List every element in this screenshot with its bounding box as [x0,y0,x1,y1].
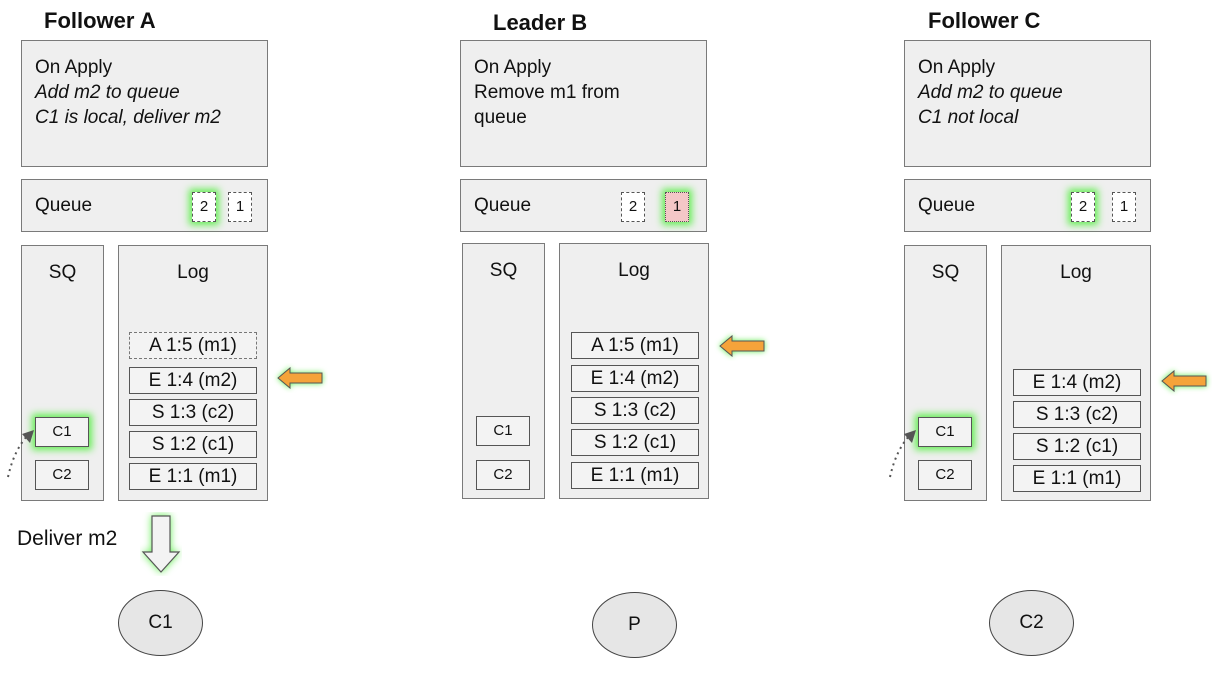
sq-label: SQ [931,262,960,283]
dotted-arrow-icon [889,430,916,478]
apply-line3: C1 is local, deliver m2 [35,107,221,128]
sq-c1: C1 [918,417,972,447]
pointer-arrow-icon [1161,369,1207,393]
sq-c1: C1 [35,417,89,447]
log-entry: S 1:2 (c1) [129,431,257,458]
follower-c-log: Log E 1:4 (m2) S 1:3 (c2) S 1:2 (c1) E 1… [1001,245,1151,501]
log-entry: S 1:2 (c1) [571,429,699,456]
leader-b-queue: Queue 2 1 [460,179,707,232]
apply-line2: Remove m1 from [474,82,620,103]
dotted-arrow-icon [7,430,34,478]
pointer-arrow-icon [719,334,765,358]
log-entry: A 1:5 (m1) [129,332,257,359]
sq-c1: C1 [476,416,530,446]
sq-c2: C2 [918,460,972,490]
queue-slot-2: 2 [1071,192,1095,222]
log-entry: S 1:3 (c2) [571,397,699,424]
log-entry: E 1:4 (m2) [129,367,257,394]
apply-line3: queue [474,107,527,128]
apply-line2: Add m2 to queue [35,82,180,103]
leader-b-log: Log A 1:5 (m1) E 1:4 (m2) S 1:3 (c2) S 1… [559,243,709,499]
queue-label: Queue [35,195,93,216]
queue-slot-1: 1 [228,192,252,222]
deliver-label: Deliver m2 [17,527,118,550]
follower-a-log: Log A 1:5 (m1) E 1:4 (m2) S 1:3 (c2) S 1… [118,245,268,501]
log-entry: E 1:1 (m1) [1013,465,1141,492]
follower-c-sq: SQ C1 C2 [904,245,987,501]
apply-line1: On Apply [918,57,996,78]
log-entry: S 1:3 (c2) [1013,401,1141,428]
queue-slot-2: 2 [621,192,645,222]
follower-a-sq: SQ C1 C2 [21,245,104,501]
follower-c-queue: Queue 2 1 [904,179,1151,232]
log-entry: E 1:1 (m1) [129,463,257,490]
sq-c2: C2 [35,460,89,490]
log-label: Log [618,260,650,281]
log-entry: E 1:4 (m2) [571,365,699,392]
client-c1-node: C1 [118,590,203,656]
follower-a-queue: Queue 2 1 [21,179,268,232]
follower-c-apply-box: On Apply Add m2 to queue C1 not local [904,40,1151,167]
log-entry: S 1:3 (c2) [129,399,257,426]
producer-p-node: P [592,592,677,658]
sq-c2: C2 [476,460,530,490]
log-entry: E 1:4 (m2) [1013,369,1141,396]
log-label: Log [177,262,209,283]
queue-label: Queue [474,195,532,216]
follower-a-title: Follower A [44,8,156,33]
apply-line3: C1 not local [918,107,1019,128]
down-arrow-icon [141,515,181,573]
queue-slot-1-removed: 1 [665,192,689,222]
leader-b-apply-box: On Apply Remove m1 from queue [460,40,707,167]
follower-a-apply-box: On Apply Add m2 to queue C1 is local, de… [21,40,268,167]
queue-slot-2: 2 [192,192,216,222]
pointer-arrow-icon [277,366,323,390]
queue-label: Queue [918,195,976,216]
log-label: Log [1060,262,1092,283]
apply-line2: Add m2 to queue [918,82,1063,103]
log-entry: S 1:2 (c1) [1013,433,1141,460]
follower-c-title: Follower C [928,8,1041,33]
leader-b-sq: SQ C1 C2 [462,243,545,499]
client-c2-node: C2 [989,590,1074,656]
leader-b-title: Leader B [493,10,588,35]
queue-slot-1: 1 [1112,192,1136,222]
log-entry: E 1:1 (m1) [571,462,699,489]
sq-label: SQ [489,260,518,281]
apply-line1: On Apply [35,57,113,78]
log-entry: A 1:5 (m1) [571,332,699,359]
sq-label: SQ [48,262,77,283]
apply-line1: On Apply [474,57,552,78]
